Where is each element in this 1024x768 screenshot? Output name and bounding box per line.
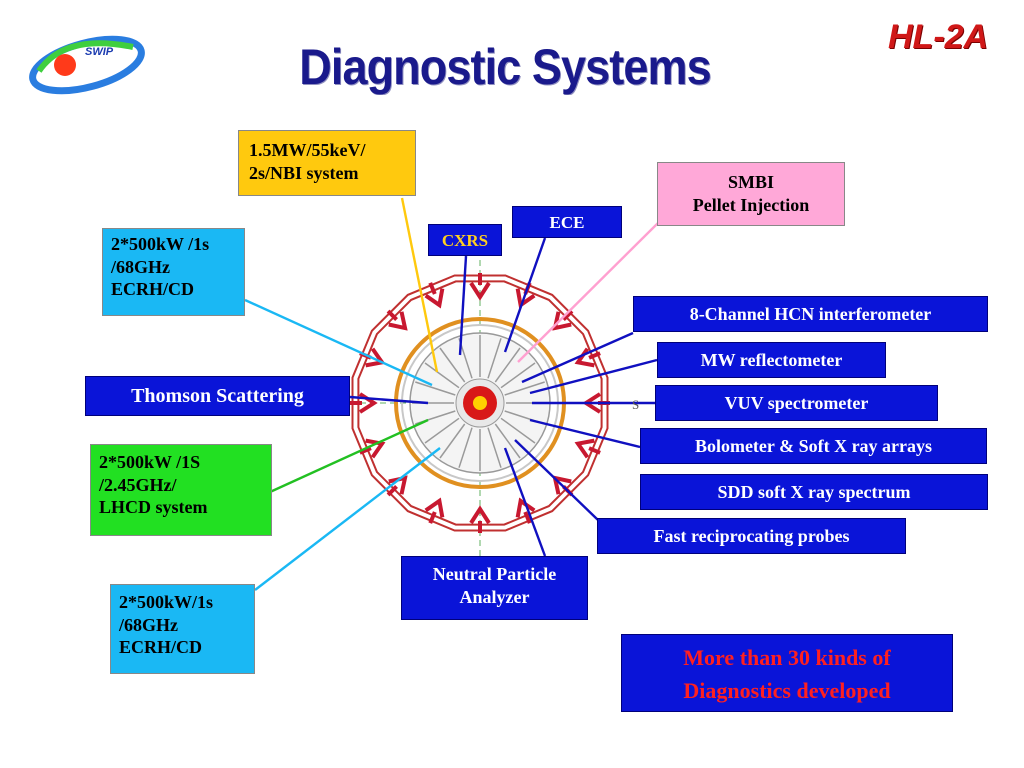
label-bolometer: Bolometer & Soft X ray arrays [640,428,987,464]
sector-divider [458,427,473,468]
connector-npa [503,447,547,557]
label-thomson: Thomson Scattering [85,376,350,416]
vacuum-vessel-inner-outline [357,280,603,526]
sector-divider [487,338,502,379]
connector-nbi [400,197,439,373]
label-mw: MW reflectometer [657,342,886,378]
axis-mark: S [632,397,639,412]
swip-logo: SWIP [29,35,145,95]
coil-marker [515,497,536,524]
connector-hcn [521,331,634,384]
label-cxrs: CXRS [428,224,502,256]
connector-thomson [349,395,429,405]
sector-divider [504,381,545,396]
coil-markers [350,273,610,533]
page-title: Diagnostic Systems [299,39,711,95]
coil-marker [386,309,408,331]
connector-ecrh-top [244,298,433,387]
sector-divider [424,417,460,444]
label-nbi: 1.5MW/55keV/2s/NBI system [238,130,416,196]
connector-bolometer [529,418,641,449]
sector-divider [487,427,502,468]
sector-divider [439,347,466,383]
label-lhcd: 2*500kW /1S/2.45GHz/LHCD system [90,444,272,536]
sector-divider [500,362,536,389]
vacuum-vessel-outline [351,274,609,532]
sector-divider [500,417,536,444]
connector-lhcd [269,418,429,494]
sector-divider [439,423,466,459]
connector-mw [529,358,658,395]
sector-divider [494,347,521,383]
label-vuv: VUV spectrometer [655,385,938,421]
coil-marker [552,309,574,331]
sector-divider [415,381,456,396]
connector-ece [503,237,547,353]
label-hcn: 8-Channel HCN interferometer [633,296,988,332]
connector-cxrs [458,255,468,356]
coil-marker [469,273,491,301]
label-sdd: SDD soft X ray spectrum [640,474,988,510]
connector-smbi [517,222,659,363]
coil-marker [386,475,408,497]
coil-marker [574,438,601,459]
brand-mark: HL-2A [888,18,989,56]
sector-divider [424,362,460,389]
label-ece: ECE [512,206,622,238]
connector-probes [514,439,599,521]
coil-marker [469,505,491,533]
coil-marker [424,282,445,309]
toroidal-sectors [412,335,548,471]
coil-marker [359,438,386,459]
label-probes: Fast reciprocating probes [597,518,906,554]
logo-text: SWIP [85,46,114,58]
sector-divider [494,423,521,459]
coil-marker [424,497,445,524]
connector-ecrh-bottom [254,447,441,591]
